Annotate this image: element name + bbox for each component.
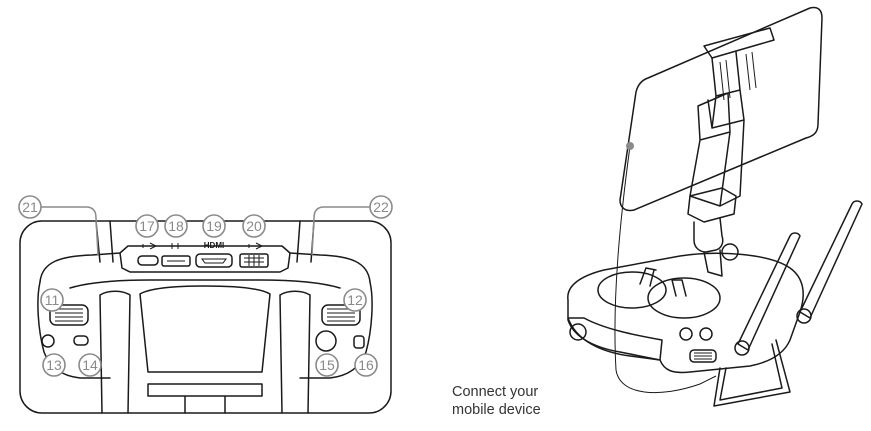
- record-button[interactable]: [41, 334, 55, 348]
- svg-text:13: 13: [46, 357, 62, 373]
- hdmi-port-inner: [201, 258, 227, 264]
- svg-text:17: 17: [139, 218, 155, 234]
- caption-line-2: mobile device: [452, 402, 541, 418]
- caption-line-1: Connect your: [452, 384, 539, 400]
- svg-text:11: 11: [45, 292, 60, 308]
- power-button[interactable]: [679, 327, 693, 341]
- svg-text:14: 14: [82, 357, 98, 373]
- usb-port-icon-17: [140, 242, 158, 250]
- svg-text:19: 19: [206, 218, 222, 234]
- micro-usb-port[interactable]: [137, 255, 159, 266]
- svg-text:12: 12: [347, 292, 363, 308]
- controller-inner-ridge: [69, 279, 341, 289]
- callout-20: 20: [242, 214, 266, 238]
- right-stick-well: [647, 277, 721, 319]
- can-port-icon-18: [168, 243, 182, 249]
- center-panel: [139, 285, 271, 373]
- connect-mobile-caption: Connect your mobile device: [452, 383, 541, 419]
- holder-arm: [689, 51, 745, 207]
- port-bay: [119, 252, 291, 273]
- left-stick-well: [597, 271, 667, 309]
- svg-text:18: 18: [168, 218, 184, 234]
- hdmi-port[interactable]: [195, 253, 233, 268]
- mobile-device[interactable]: [619, 6, 823, 212]
- leader-21: [41, 206, 99, 256]
- holder-rails: [719, 51, 757, 101]
- left-antenna-hinge: [734, 340, 750, 356]
- right-antenna-stub: [296, 220, 315, 263]
- controller-with-device: [567, 6, 863, 407]
- right-stick[interactable]: [671, 279, 687, 297]
- left-front-button[interactable]: [569, 323, 587, 341]
- right-antenna-hinge: [796, 308, 812, 324]
- can-bus-port[interactable]: [161, 255, 191, 267]
- usb-cable: [614, 145, 717, 394]
- callout-21: 21: [18, 195, 42, 219]
- left-antenna-stub: [95, 220, 114, 263]
- controller-body-3d: [567, 252, 804, 374]
- usb-port[interactable]: [239, 253, 269, 268]
- callout-15: 15: [315, 353, 339, 377]
- svg-text:16: 16: [358, 357, 374, 373]
- hdmi-port-label: HDMI: [204, 241, 224, 250]
- right-dial[interactable]: [321, 304, 361, 326]
- svg-text:20: 20: [246, 218, 262, 234]
- callout-14: 14: [78, 353, 102, 377]
- usb-port-icon-20: [246, 242, 264, 250]
- svg-text:22: 22: [373, 199, 389, 215]
- callout-12: 12: [343, 288, 367, 312]
- callout-badges: 21 22 17 18 19 20 11 12 13 14 15: [18, 195, 393, 377]
- bottom-bracket: [713, 339, 791, 407]
- usb-port-grid: [244, 255, 264, 266]
- controller-body: [37, 281, 373, 379]
- right-grip: [279, 290, 311, 414]
- callout-16: 16: [354, 353, 378, 377]
- callout-13: 13: [42, 353, 66, 377]
- svg-text:15: 15: [319, 357, 335, 373]
- svg-text:21: 21: [22, 199, 38, 215]
- left-antenna[interactable]: [737, 232, 801, 351]
- holder-mount: [687, 187, 737, 223]
- right-antenna[interactable]: [799, 200, 863, 319]
- custom-button[interactable]: [315, 330, 337, 352]
- bottom-bar: [147, 383, 263, 414]
- shutter-button[interactable]: [73, 335, 89, 346]
- holder-joint: [693, 217, 724, 277]
- left-stick[interactable]: [639, 267, 657, 287]
- callout-22: 22: [369, 195, 393, 219]
- callout-18: 18: [164, 214, 188, 238]
- front-dial[interactable]: [689, 349, 717, 363]
- callout-11: 11: [40, 288, 64, 312]
- left-dial[interactable]: [49, 304, 89, 326]
- holder-knob[interactable]: [721, 243, 739, 261]
- controller-rear-view: HDMI: [19, 206, 392, 414]
- callout-17: 17: [135, 214, 159, 238]
- leader-22: [311, 206, 370, 256]
- rth-button[interactable]: [699, 327, 713, 341]
- playback-button[interactable]: [353, 335, 365, 349]
- callout-19: 19: [202, 214, 226, 238]
- left-grip: [99, 290, 131, 414]
- holder-clamp-top: [703, 27, 775, 59]
- controller-top-outline: [39, 245, 371, 283]
- cable-connector-dot: [626, 142, 634, 150]
